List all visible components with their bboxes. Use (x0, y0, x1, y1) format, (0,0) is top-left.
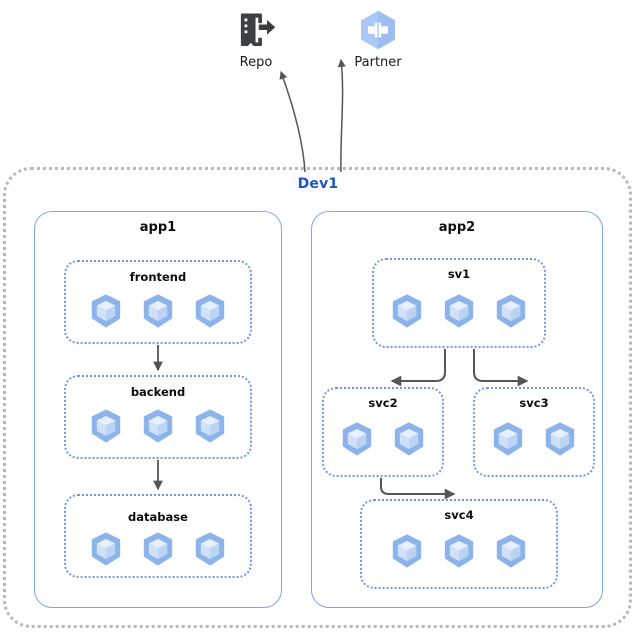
cube-pod-icon (493, 422, 523, 456)
service-title-database: database (128, 510, 188, 524)
cube-pod-icon (195, 409, 225, 443)
connector-dev1-to-repo (279, 70, 306, 173)
connector-dev1-to-partner (337, 58, 346, 173)
service-title-sv1: sv1 (447, 267, 471, 281)
cube-pod-icon (444, 534, 474, 568)
pod-group-frontend (64, 291, 252, 331)
external-node-repo[interactable]: Repo (212, 8, 300, 70)
external-node-repo-label: Repo (239, 55, 273, 70)
external-node-partner[interactable]: Partner (334, 8, 422, 70)
cube-pod-icon (342, 422, 372, 456)
cube-pod-icon (143, 409, 173, 443)
cube-pod-icon (195, 532, 225, 566)
cube-pod-icon (143, 532, 173, 566)
cube-pod-icon (496, 534, 526, 568)
pod-group-svc4 (360, 531, 558, 571)
cube-pod-icon (392, 534, 422, 568)
service-title-svc2: svc2 (368, 396, 398, 410)
service-box-backend[interactable] (64, 375, 252, 459)
service-title-svc4: svc4 (444, 508, 474, 522)
cube-pod-icon (195, 294, 225, 328)
partner-interconnect-icon (361, 10, 395, 50)
service-box-sv1[interactable] (372, 258, 546, 348)
pod-group-svc2 (322, 419, 444, 459)
pod-group-svc3 (473, 419, 595, 459)
service-title-frontend: frontend (129, 270, 187, 284)
cube-pod-icon (444, 294, 474, 328)
environment-box-dev1[interactable] (3, 167, 632, 628)
app-box-app1[interactable] (34, 211, 282, 608)
cube-pod-icon (545, 422, 575, 456)
cube-pod-icon (394, 422, 424, 456)
cube-pod-icon (143, 294, 173, 328)
service-box-svc4[interactable] (360, 499, 558, 589)
repository-icon (240, 13, 276, 47)
service-title-svc3: svc3 (519, 396, 549, 410)
app-title-app2: app2 (438, 220, 476, 235)
pod-group-backend (64, 406, 252, 446)
pod-group-sv1 (372, 291, 546, 331)
cube-pod-icon (496, 294, 526, 328)
app-box-app2[interactable] (311, 211, 603, 608)
cube-pod-icon (91, 409, 121, 443)
environment-title: Dev1 (297, 176, 339, 192)
cube-pod-icon (392, 294, 422, 328)
service-title-backend: backend (130, 385, 186, 399)
cube-pod-icon (91, 532, 121, 566)
external-node-partner-label: Partner (354, 55, 402, 70)
service-box-svc2[interactable] (322, 387, 444, 477)
service-box-svc3[interactable] (473, 387, 595, 477)
cube-pod-icon (91, 294, 121, 328)
service-box-frontend[interactable] (64, 260, 252, 344)
pod-group-database (64, 529, 252, 569)
service-box-database[interactable] (64, 494, 252, 578)
app-title-app1: app1 (139, 220, 177, 235)
